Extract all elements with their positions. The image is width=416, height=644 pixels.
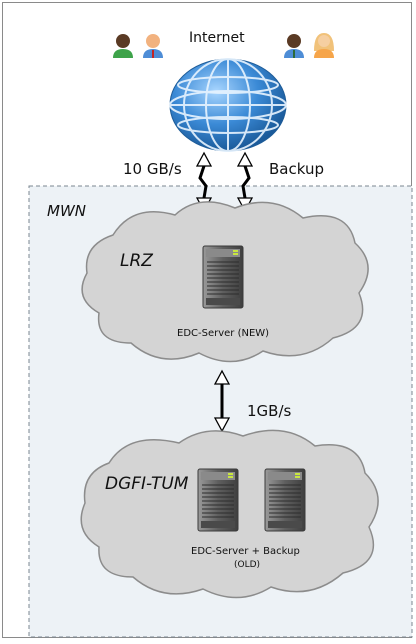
network-diagram: MWN Internet: [28, 30, 413, 638]
person-icon: [113, 34, 133, 58]
dgfi-server-caption-sub: (OLD): [234, 560, 260, 570]
server-icon: [264, 468, 306, 532]
server-icon: [202, 245, 244, 309]
link-speed-label: 10 GB/s: [123, 160, 182, 178]
arrow-icon: [213, 369, 231, 433]
link-speed-label-lower: 1GB/s: [247, 402, 292, 420]
person-icon: [314, 33, 334, 58]
diagram-frame: MWN Internet: [2, 2, 413, 638]
backup-label: Backup: [269, 160, 324, 178]
globe-icon: [169, 58, 287, 152]
dgfi-server-caption: EDC-Server + Backup: [191, 546, 300, 557]
dgfi-label: DGFI-TUM: [105, 474, 189, 494]
person-icon: [284, 34, 304, 58]
person-icon: [143, 34, 163, 58]
lrz-label: LRZ: [120, 251, 153, 271]
lrz-server-caption: EDC-Server (NEW): [177, 328, 269, 339]
internet-label: Internet: [189, 30, 245, 46]
server-icon: [197, 468, 239, 532]
mwn-label: MWN: [47, 202, 86, 220]
arrow-icon: [236, 151, 254, 213]
